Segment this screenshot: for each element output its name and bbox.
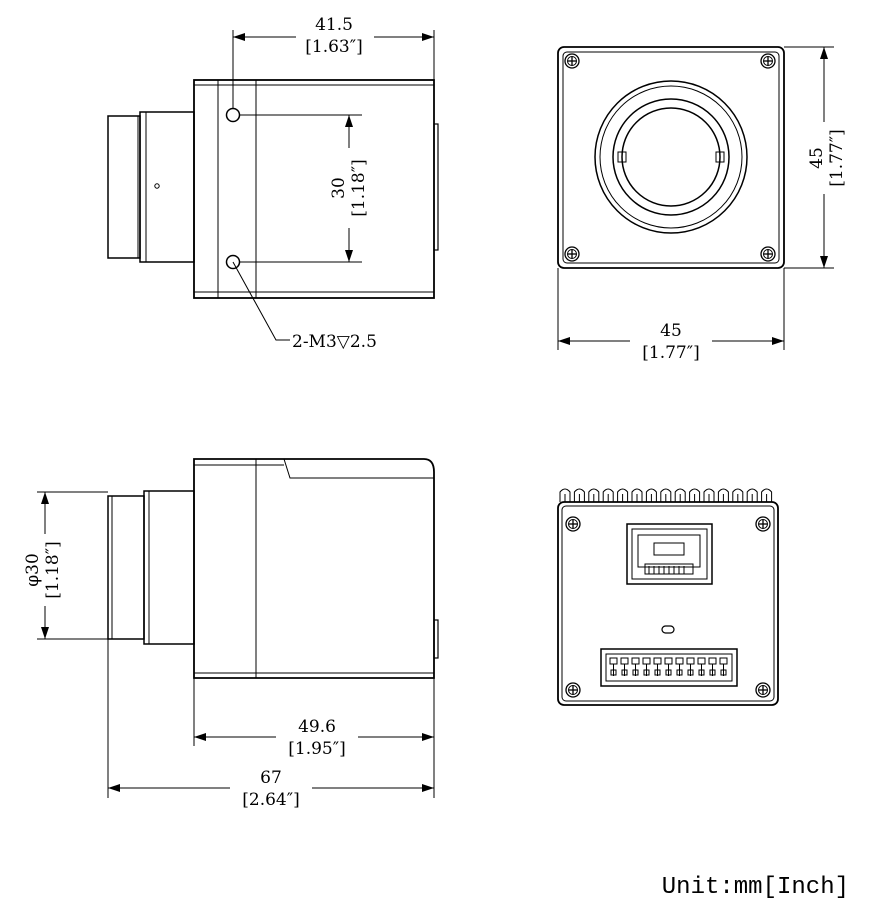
lens-diameter-label: φ30 [1.18″] [22, 534, 68, 606]
svg-text:[1.63″]: [1.63″] [305, 37, 362, 57]
side-view-bottom [37, 458, 439, 798]
side-view-top [107, 30, 439, 341]
front-width-label: 45 [1.77″] [630, 318, 712, 364]
ethernet-port [626, 523, 713, 585]
svg-text:[1.18″]: [1.18″] [349, 159, 369, 216]
cooling-fins [559, 488, 773, 502]
status-led [661, 625, 675, 634]
hole-spacing-label: 30 [1.18″] [326, 148, 372, 228]
svg-text:[1.95″]: [1.95″] [288, 739, 345, 759]
svg-text:30: 30 [329, 177, 349, 199]
svg-text:[1.77″]: [1.77″] [642, 343, 699, 363]
hole-callout: 2-M3▽2.5 [292, 332, 377, 352]
svg-text:[1.77″]: [1.77″] [827, 129, 847, 186]
svg-text:45: 45 [660, 321, 682, 341]
front-height-label: 45 [1.77″] [806, 122, 852, 194]
svg-text:φ30: φ30 [23, 553, 43, 587]
rear-view [557, 488, 779, 706]
svg-text:41.5: 41.5 [315, 15, 353, 35]
body-length-label: 49.6 [1.95″] [276, 714, 358, 760]
top-width-label: 41.5 [1.63″] [296, 12, 374, 58]
svg-text:45: 45 [807, 147, 827, 169]
total-length-label: 67 [2.64″] [230, 765, 312, 811]
svg-text:[1.18″]: [1.18″] [43, 541, 63, 598]
unit-label: Unit:mm[Inch] [662, 874, 849, 901]
svg-text:49.6: 49.6 [298, 717, 336, 737]
front-view [557, 46, 834, 350]
svg-text:67: 67 [260, 768, 282, 788]
io-connector [600, 648, 738, 687]
svg-text:[2.64″]: [2.64″] [242, 790, 299, 810]
